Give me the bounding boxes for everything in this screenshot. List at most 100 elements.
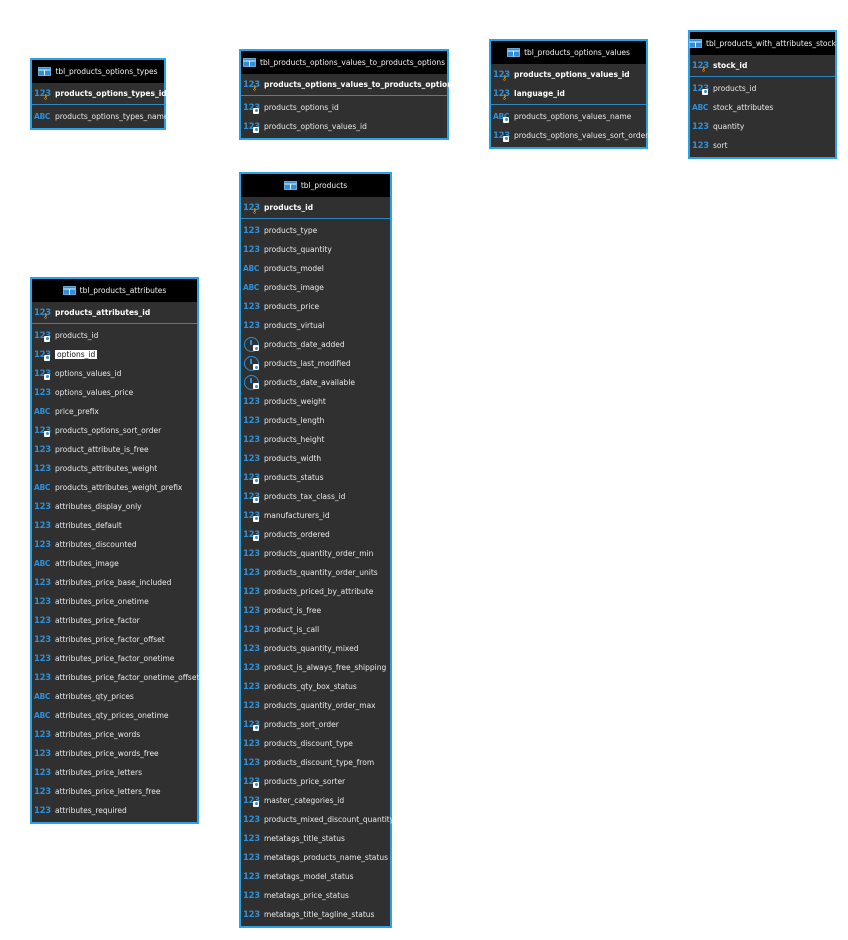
table-options-values-to-products-options[interactable]: tbl_products_options_values_to_products_…	[239, 49, 469, 140]
column-products-last-modified[interactable]: products_last_modified	[241, 354, 390, 373]
table-header[interactable]: tbl_products_options_types	[32, 60, 164, 83]
table-header[interactable]: tbl_products_options_values_to_products_…	[241, 51, 447, 74]
key-column-products-attributes-id[interactable]: 123⚷products_attributes_id	[32, 303, 197, 322]
table-header[interactable]: tbl_products_with_attributes_stock	[689, 32, 836, 55]
key-column-stock-id[interactable]: 123⚷stock_id	[690, 56, 835, 75]
type-code: 123	[243, 681, 260, 692]
type-code: 123	[243, 202, 260, 213]
type-code: 123	[243, 757, 260, 768]
key-column-language-id[interactable]: 123⚷language_id	[491, 84, 646, 103]
key-column-products-options-types-id[interactable]: 123⚷products_options_types_id	[32, 84, 167, 103]
table-header[interactable]: tbl_products_options_values	[491, 41, 646, 64]
key-column-products-id[interactable]: 123⚷products_id	[241, 198, 390, 217]
type-code: 123	[34, 596, 51, 607]
type-code: ABC	[243, 263, 260, 273]
table-header[interactable]: tbl_products	[241, 174, 390, 197]
type-code: 123	[34, 539, 51, 550]
table-header[interactable]: tbl_products_attributes	[32, 279, 197, 302]
key-column-products-options-values-to-products-options-id[interactable]: 123⚷products_options_values_to_products_…	[241, 75, 469, 94]
type-code: ABC	[34, 558, 51, 568]
key-column-products-options-values-id[interactable]: 123⚷products_options_values_id	[491, 65, 646, 84]
column-products-date-available[interactable]: products_date_available	[241, 373, 390, 392]
column-products-date-added[interactable]: products_date_added	[241, 335, 390, 354]
column-name: products_options_values_name	[514, 112, 632, 121]
